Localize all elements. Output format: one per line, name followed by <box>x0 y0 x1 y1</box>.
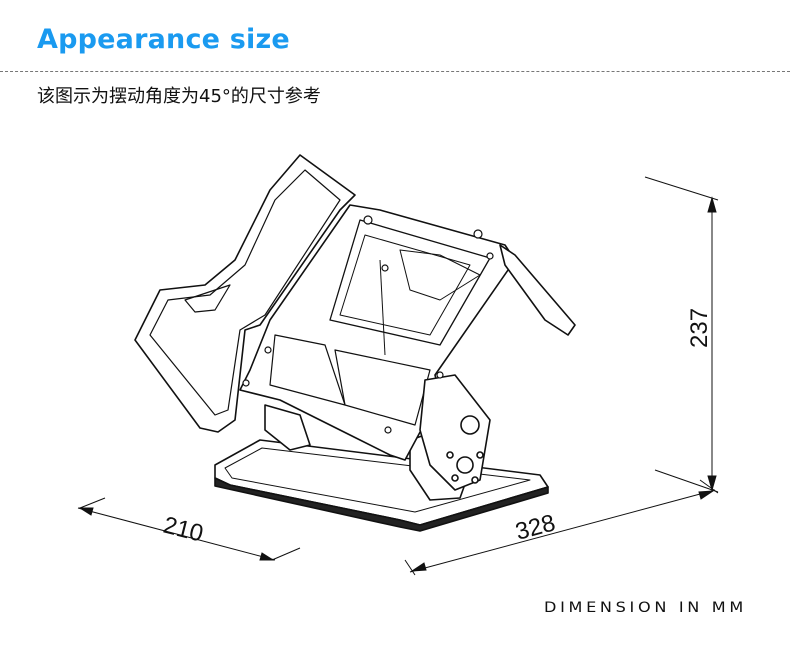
side-arm <box>399 244 576 336</box>
height-label: 237 <box>686 308 713 348</box>
depth-label: 210 <box>161 512 206 548</box>
dimension-lines <box>77 176 719 576</box>
arrow-head <box>707 196 717 213</box>
arrow-head <box>707 475 717 492</box>
dashed-divider <box>0 71 790 72</box>
product-line-drawing <box>134 154 576 532</box>
unit-note: DIMENSION IN MM <box>544 600 747 616</box>
width-label: 328 <box>513 509 559 545</box>
subtitle: 该图示为摆动角度为45°的尺寸参考 <box>37 86 321 107</box>
bolts <box>242 215 494 434</box>
pivot-block <box>419 374 491 491</box>
depth-dimension <box>77 497 301 561</box>
base-plate <box>214 439 549 532</box>
page-title: Appearance size <box>37 24 290 55</box>
width-dimension <box>404 479 719 576</box>
seat-panel <box>134 154 356 433</box>
main-frame <box>239 204 516 461</box>
height-dimension <box>644 176 719 493</box>
